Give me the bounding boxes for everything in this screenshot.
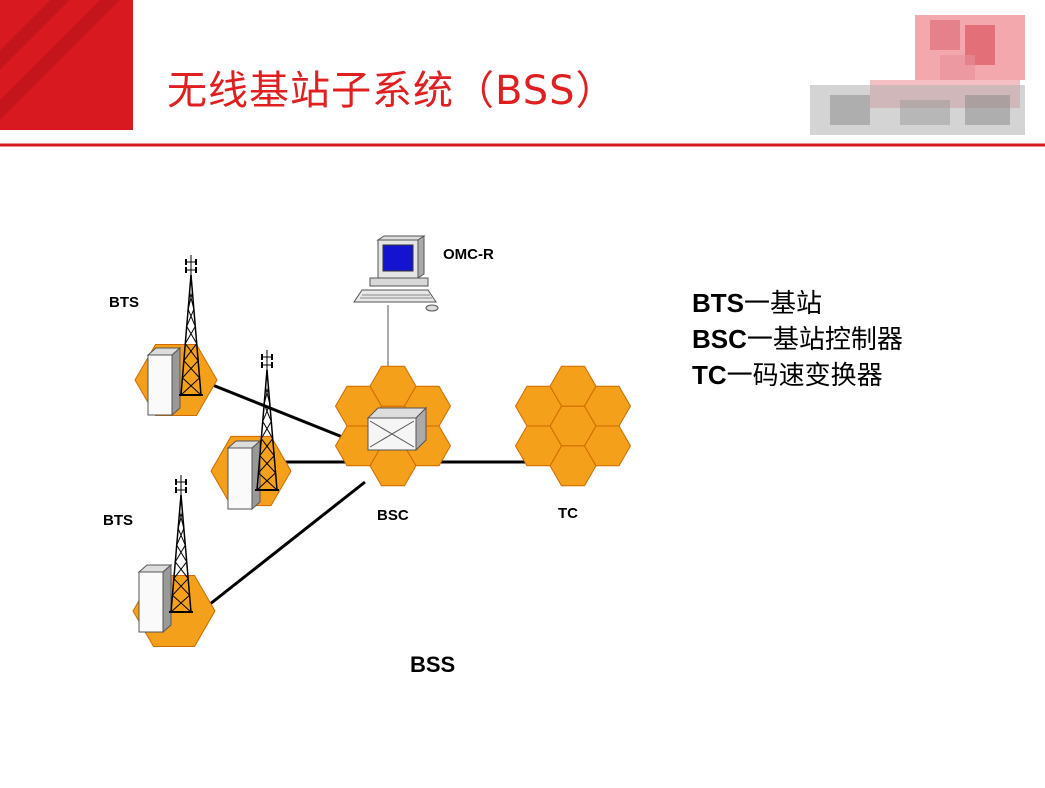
antenna-towers: [169, 255, 279, 613]
bts-cabinet-icon: [226, 439, 262, 511]
legend-item: TC一码速变换器: [692, 358, 903, 394]
bts-label-top: BTS: [109, 294, 139, 311]
tc-hex-cluster: [514, 365, 632, 487]
legend-desc: 一基站: [744, 289, 823, 319]
legend-desc: 一基站控制器: [746, 325, 903, 355]
bsc-equipment-icon: [366, 406, 428, 452]
omc-computer-icon: [353, 235, 439, 312]
omc-label: OMC-R: [443, 246, 494, 263]
slide-title: 无线基站子系统（BSS）: [167, 68, 617, 114]
legend: BTS一基站 BSC一基站控制器 TC一码速变换器: [692, 286, 903, 394]
legend-abbr: BSC: [692, 324, 747, 354]
tc-label: TC: [558, 505, 578, 522]
bsc-label: BSC: [377, 507, 409, 524]
corner-stripes: [0, 0, 120, 120]
tower-icon: [255, 350, 279, 491]
legend-abbr: TC: [692, 360, 727, 390]
bts-cabinet-icon: [146, 346, 182, 417]
link-bts3-bsc: [204, 480, 366, 610]
tower-icon: [169, 475, 193, 613]
tower-icon: [179, 255, 203, 396]
legend-item: BSC一基站控制器: [692, 322, 903, 358]
bts-cabinet-icon: [137, 563, 173, 634]
corner-red-block: [0, 0, 133, 130]
legend-abbr: BTS: [692, 288, 744, 318]
bts-label-bottom: BTS: [103, 512, 133, 529]
link-bts1-bsc: [199, 378, 351, 442]
legend-item: BTS一基站: [692, 286, 903, 322]
tc-hex-cell: [514, 425, 563, 467]
tc-hex-cell: [583, 425, 632, 467]
legend-desc: 一码速变换器: [726, 361, 883, 391]
blurred-logo: [810, 15, 1025, 135]
bss-label: BSS: [410, 652, 456, 677]
